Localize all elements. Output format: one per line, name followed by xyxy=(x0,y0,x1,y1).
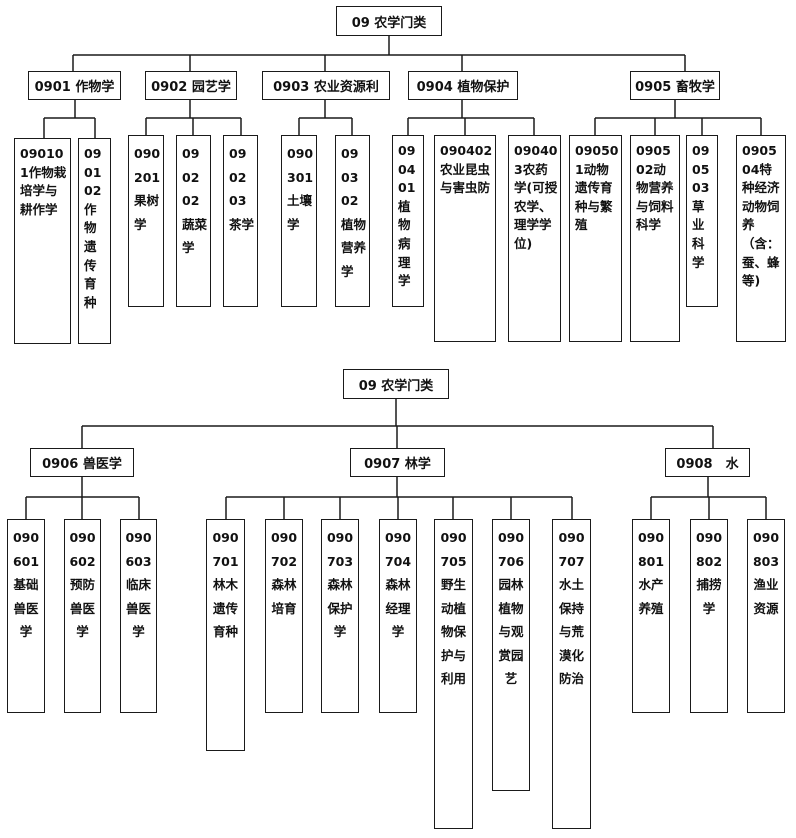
leaf-box-090203: 090203茶学 xyxy=(223,135,258,307)
group-box-0904: 0904 植物保护 xyxy=(408,71,518,100)
group-box-0908: 0908 水 xyxy=(665,448,750,477)
leaf-box-090302: 090302植物营养学 xyxy=(335,135,370,307)
group-box-0906: 0906 兽医学 xyxy=(30,448,134,477)
leaf-box-090403: 090403农药学(可授农学、理学学位) xyxy=(508,135,561,342)
leaf-box-090504: 090504特种经济动物饲养（含：蚕、蜂等) xyxy=(736,135,786,342)
leaf-box-090704: 090704森林经理学 xyxy=(379,519,417,713)
group-box-0901: 0901 作物学 xyxy=(28,71,121,100)
leaf-box-090705: 090705野生动植物保护与利用 xyxy=(434,519,473,829)
leaf-box-090707: 090707水土保持与荒漠化防治 xyxy=(552,519,591,829)
leaf-box-090202: 090202蔬菜学 xyxy=(176,135,211,307)
leaf-box-090101: 090101作物栽培学与耕作学 xyxy=(14,138,71,344)
leaf-box-090602: 090602预防兽医学 xyxy=(64,519,101,713)
leaf-box-090802: 090802捕捞学 xyxy=(690,519,728,713)
leaf-box-090603: 090603临床兽医学 xyxy=(120,519,157,713)
group-box-0907: 0907 林学 xyxy=(350,448,445,477)
leaf-box-090703: 090703森林保护学 xyxy=(321,519,359,713)
leaf-box-090706: 090706园林植物与观赏园艺 xyxy=(492,519,530,791)
group-box-0903: 0903 农业资源利 xyxy=(262,71,390,100)
leaf-box-090102: 090102作物遗传育种 xyxy=(78,138,111,344)
leaf-box-090201: 090201果树学 xyxy=(128,135,164,307)
group-box-0902: 0902 园艺学 xyxy=(145,71,237,100)
leaf-box-090503: 090503草业科学 xyxy=(686,135,718,307)
root-box-agriculture: 09 农学门类 xyxy=(336,6,442,36)
leaf-box-090501: 090501动物遗传育种与繁殖 xyxy=(569,135,622,342)
leaf-box-090601: 090601基础兽医学 xyxy=(7,519,45,713)
leaf-box-090803: 090803渔业资源 xyxy=(747,519,785,713)
group-box-0905: 0905 畜牧学 xyxy=(630,71,720,100)
root-box-agriculture-2: 09 农学门类 xyxy=(343,369,449,399)
leaf-box-090401: 090401植物病理学 xyxy=(392,135,424,307)
leaf-box-090801: 090801水产养殖 xyxy=(632,519,670,713)
leaf-box-090301: 090301土壤学 xyxy=(281,135,317,307)
leaf-box-090502: 090502动物营养与饲料科学 xyxy=(630,135,680,342)
leaf-box-090701: 090701林木遗传育种 xyxy=(206,519,245,751)
leaf-box-090402: 090402农业昆虫与害虫防 xyxy=(434,135,496,342)
leaf-box-090702: 090702森林培育 xyxy=(265,519,303,713)
